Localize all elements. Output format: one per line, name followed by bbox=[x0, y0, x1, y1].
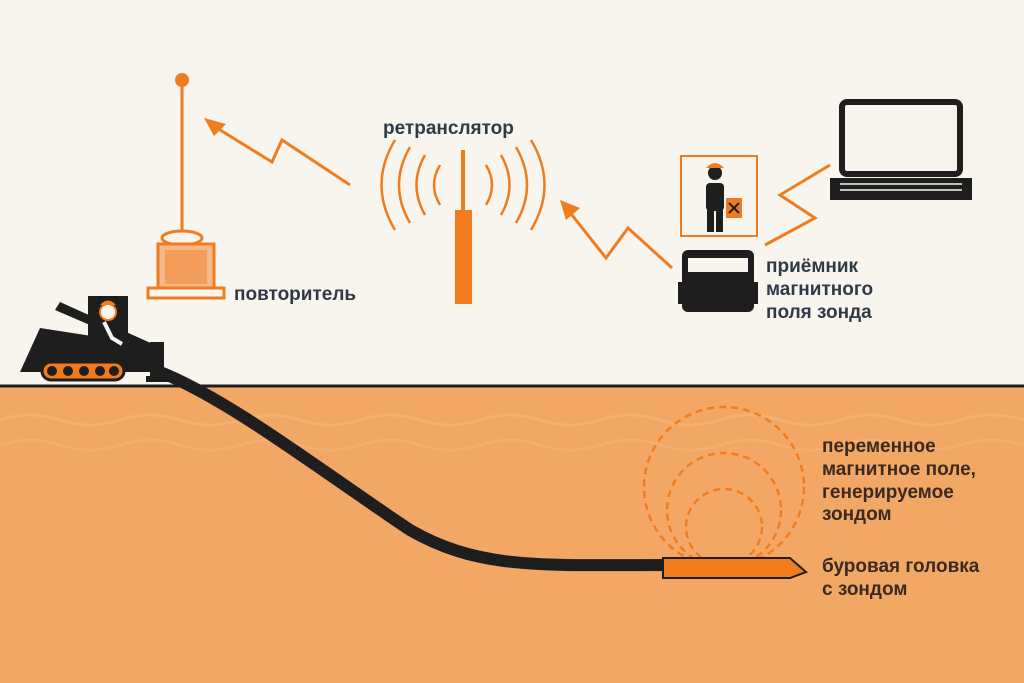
lightning-signal-icon bbox=[204, 118, 351, 187]
lightning-signal-icon bbox=[560, 200, 674, 270]
receiver-label: приёмник магнитного поля зонда bbox=[766, 256, 874, 323]
repeater-label: повторитель bbox=[234, 284, 357, 305]
field-label: переменное магнитное поле, генерируемое … bbox=[822, 436, 976, 526]
relay-label: ретранслятор bbox=[383, 118, 514, 139]
signal-waves-icon bbox=[380, 139, 546, 231]
repeater-antenna-icon bbox=[146, 73, 226, 300]
drill-head-icon bbox=[662, 557, 808, 579]
drilling-rig-icon bbox=[20, 296, 172, 382]
laptop-icon bbox=[830, 99, 972, 200]
soil-texture-2 bbox=[0, 438, 1024, 452]
relay-antenna-icon bbox=[455, 150, 472, 304]
soil-texture bbox=[0, 413, 1024, 427]
drill-head-label: буровая головка с зондом bbox=[822, 556, 980, 600]
lightning-signal-icon bbox=[764, 163, 831, 247]
operator-icon bbox=[680, 155, 758, 237]
drill-pipe bbox=[154, 366, 676, 572]
receiver-device-icon bbox=[678, 250, 758, 312]
soil-background bbox=[0, 386, 1024, 683]
